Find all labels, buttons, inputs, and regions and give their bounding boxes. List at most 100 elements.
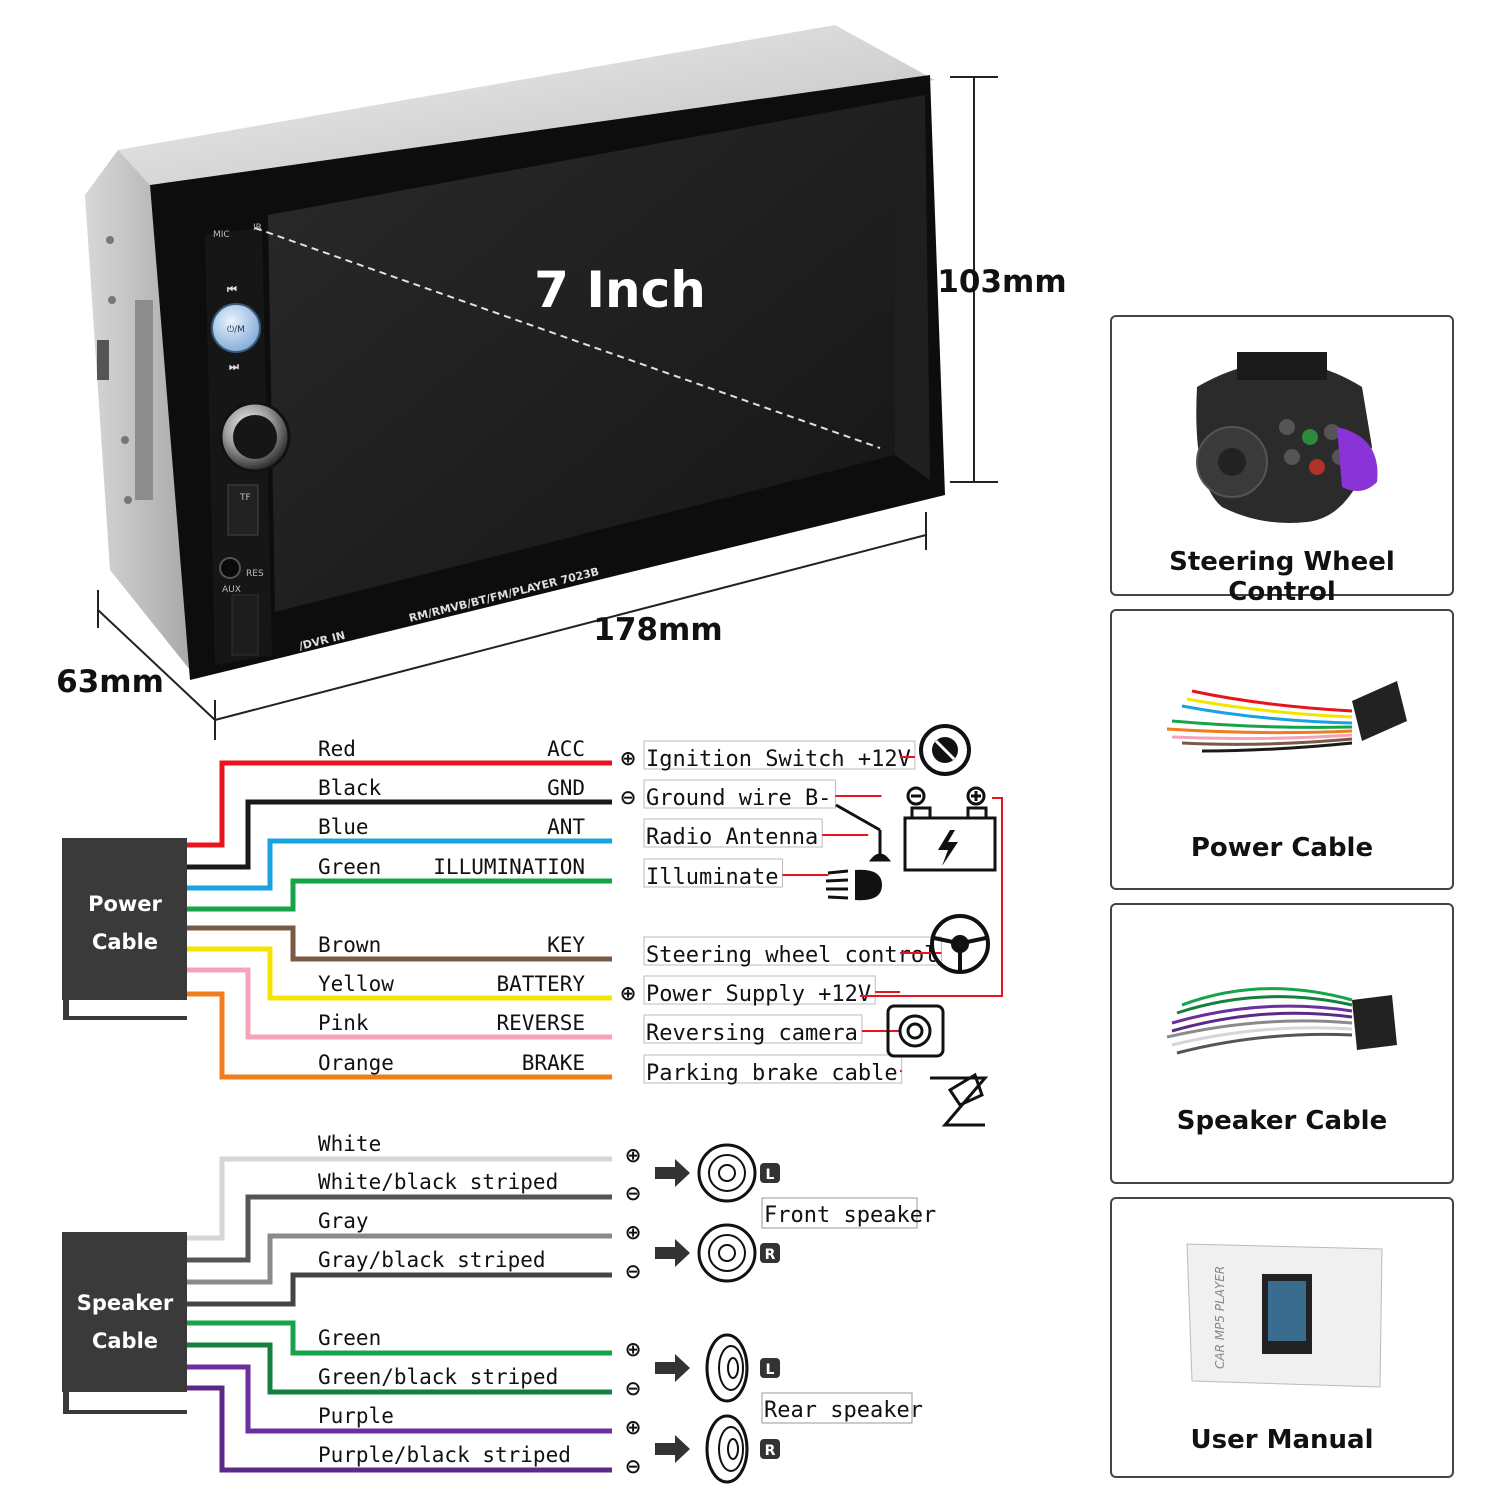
- rear-speaker-label: Rear speaker: [764, 1398, 923, 1423]
- channel-tag-label: R: [765, 1443, 776, 1459]
- aux-jack[interactable]: [219, 557, 241, 579]
- minus-icon: ⊖: [620, 785, 637, 809]
- next-track-icon[interactable]: ⏭: [229, 360, 239, 373]
- tf-slot[interactable]: [227, 484, 259, 536]
- accessory-speaker-cable-label: Speaker Cable: [1176, 1106, 1388, 1136]
- usb-port[interactable]: [231, 594, 259, 656]
- antenna-icon: [835, 803, 892, 862]
- accessory-panel-power-cable: Power Cable: [1110, 609, 1454, 890]
- power-device-label: Reversing camera: [646, 1021, 858, 1046]
- reversing-camera-icon: [886, 1004, 945, 1058]
- accessory-manual-label: User Manual: [1190, 1425, 1374, 1455]
- power-device-label: Illuminate: [646, 865, 778, 890]
- channel-tag: [760, 1163, 780, 1183]
- screen-frame: [895, 95, 930, 480]
- manual-icon: CAR MP5 PLAYER: [1186, 1243, 1383, 1388]
- mic-label: MIC: [213, 230, 230, 240]
- depth-dimension: [97, 590, 216, 721]
- speaker-wire-line: [187, 1320, 612, 1356]
- height-dim-label: 103mm: [937, 264, 1066, 300]
- power-wire-color-label: Green: [318, 855, 381, 879]
- speaker-cable-section: Speaker Cable White⊕White/black striped⊖…: [62, 1132, 641, 1478]
- device-label-box: [643, 779, 836, 809]
- speaker-icon: R: [655, 1414, 780, 1484]
- device-label-box: [643, 1014, 863, 1044]
- width-dim-label: 178mm: [593, 612, 722, 648]
- accessory-steering-label: Steering Wheel Control: [1169, 547, 1395, 607]
- speaker-wire-label: Green/black striped: [318, 1365, 558, 1389]
- prev-track-icon[interactable]: ⏮: [227, 283, 237, 296]
- speaker-wire-line: [187, 1272, 612, 1307]
- speaker-wire-label: Gray/black striped: [318, 1248, 546, 1272]
- power-wire-color-label: Blue: [318, 815, 369, 839]
- speaker-wire-4: Green⊕: [187, 1320, 641, 1361]
- speaker-icon: R: [655, 1223, 780, 1283]
- minus-icon: ⊖: [625, 1454, 642, 1478]
- parking-brake-icon: [930, 1072, 989, 1127]
- minus-icon: ⊖: [625, 1376, 642, 1400]
- power-wire-function-label: GND: [547, 776, 585, 800]
- ignition-switch-icon: [919, 724, 971, 776]
- speaker-wire-line: [187, 1194, 612, 1263]
- front-speaker-label-group: Front speaker: [761, 1197, 936, 1229]
- screen-diagonal: [254, 227, 881, 449]
- power-wire-line: [187, 991, 612, 1080]
- speaker-wire-7: Purple/black striped⊖: [187, 1385, 642, 1478]
- power-bus-line: [860, 797, 1003, 997]
- plus-icon: ⊕: [625, 1220, 642, 1244]
- device-label-box: [643, 1054, 903, 1084]
- power-harness-icon: [1166, 681, 1407, 753]
- speaker-wire-line: [187, 1385, 612, 1473]
- front-speaker-label: Front speaker: [764, 1203, 936, 1228]
- chassis-top: [118, 25, 935, 185]
- speaker-wire-2: Gray⊕: [187, 1209, 642, 1285]
- power-mode-button[interactable]: [211, 303, 261, 353]
- plus-icon: ⊕: [620, 746, 637, 770]
- headlight-icon: [825, 869, 882, 901]
- speaker-wire-3: Gray/black striped⊖: [187, 1248, 641, 1307]
- power-cable-box-label-1: Power: [88, 892, 162, 916]
- power-cable-box: [62, 838, 187, 1000]
- res-label: RES: [246, 569, 264, 579]
- steering-wheel-icon: [930, 914, 990, 974]
- power-wire-color-label: Brown: [318, 933, 381, 957]
- power-wire-function-label: ACC: [547, 737, 585, 761]
- power-wire-function-label: BATTERY: [496, 972, 585, 996]
- power-wire-color-label: Pink: [318, 1011, 369, 1035]
- power-wire-color-label: Red: [318, 737, 356, 761]
- arrow-right-icon: [655, 1354, 690, 1382]
- ir-label: IR: [253, 223, 262, 233]
- plus-icon: ⊕: [625, 1415, 642, 1439]
- channel-tag-label: L: [766, 1362, 775, 1378]
- head-unit: 7 Inch MIC IR ⏮ ⏻/M ⏭ TF RES AUX /DVR IN…: [56, 25, 1067, 740]
- speaker-wire-line: [187, 1342, 612, 1395]
- aux-label: AUX: [222, 585, 241, 595]
- plus-icon: ⊕: [625, 1143, 642, 1167]
- arrow-right-icon: [655, 1239, 690, 1267]
- power-wire-function-label: ANT: [547, 815, 585, 839]
- power-mode-label: ⏻/M: [227, 324, 245, 335]
- height-dimension: [950, 76, 998, 483]
- power-device-label: Ground wire B-: [646, 786, 831, 811]
- power-wire-line: [187, 878, 612, 912]
- tf-label: TF: [239, 493, 251, 503]
- rear-speaker-label-group: Rear speaker: [761, 1392, 923, 1424]
- power-wire-function-label: BRAKE: [522, 1051, 585, 1075]
- speaker-wire-line: [187, 1233, 612, 1285]
- channel-tag: [760, 1358, 780, 1378]
- speaker-icon: L: [655, 1333, 780, 1403]
- power-cable-box-label-2: Cable: [92, 930, 158, 954]
- screen: [268, 100, 895, 612]
- arrow-right-icon: [655, 1435, 690, 1463]
- power-wire-line: [187, 799, 612, 870]
- speaker-cable-box: [62, 1232, 187, 1392]
- channel-tag: [760, 1439, 780, 1459]
- power-device-label: Power Supply +12V: [646, 982, 871, 1007]
